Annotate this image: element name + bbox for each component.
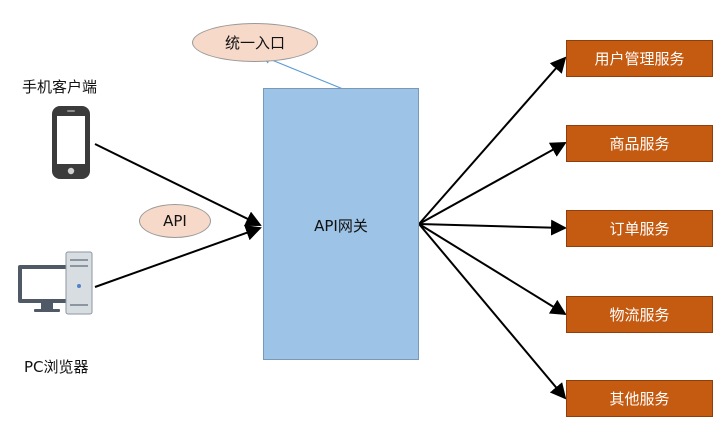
api-gateway-label: API网关 [314,216,368,235]
api-label: API [163,212,187,230]
pc-browser-label: PC浏览器 [24,358,89,376]
service-label-logistics: 物流服务 [609,306,670,324]
api-gateway-box: API网关 [263,88,419,360]
unified-entry-ellipse: 统一入口 [192,23,318,62]
service-box-order: 订单服务 [566,210,713,247]
pc-to-gateway-arrow [94,225,262,288]
unified-entry-label: 统一入口 [224,34,285,52]
mobile-client-label: 手机客户端 [22,78,98,96]
service-box-product: 商品服务 [566,125,713,162]
gateway-to-service-4-arrow [418,223,567,316]
service-box-user-management: 用户管理服务 [566,40,713,77]
mobile-to-gateway-arrow [94,143,262,227]
service-label-other: 其他服务 [609,390,670,408]
service-label-user-management: 用户管理服务 [594,50,685,68]
entry-arrow [260,54,344,90]
service-label-order: 订单服务 [609,220,670,238]
service-label-product: 商品服务 [609,135,670,153]
api-ellipse: API [139,204,211,238]
pc-icon [18,251,93,315]
mobile-phone-icon [52,106,90,179]
gateway-to-service-1-arrow [418,56,567,225]
gateway-to-service-2-arrow [418,142,567,225]
gateway-to-service-3-arrow [418,219,567,236]
service-box-other: 其他服务 [566,380,713,417]
service-box-logistics: 物流服务 [566,296,713,333]
gateway-to-service-5-arrow [418,223,567,400]
